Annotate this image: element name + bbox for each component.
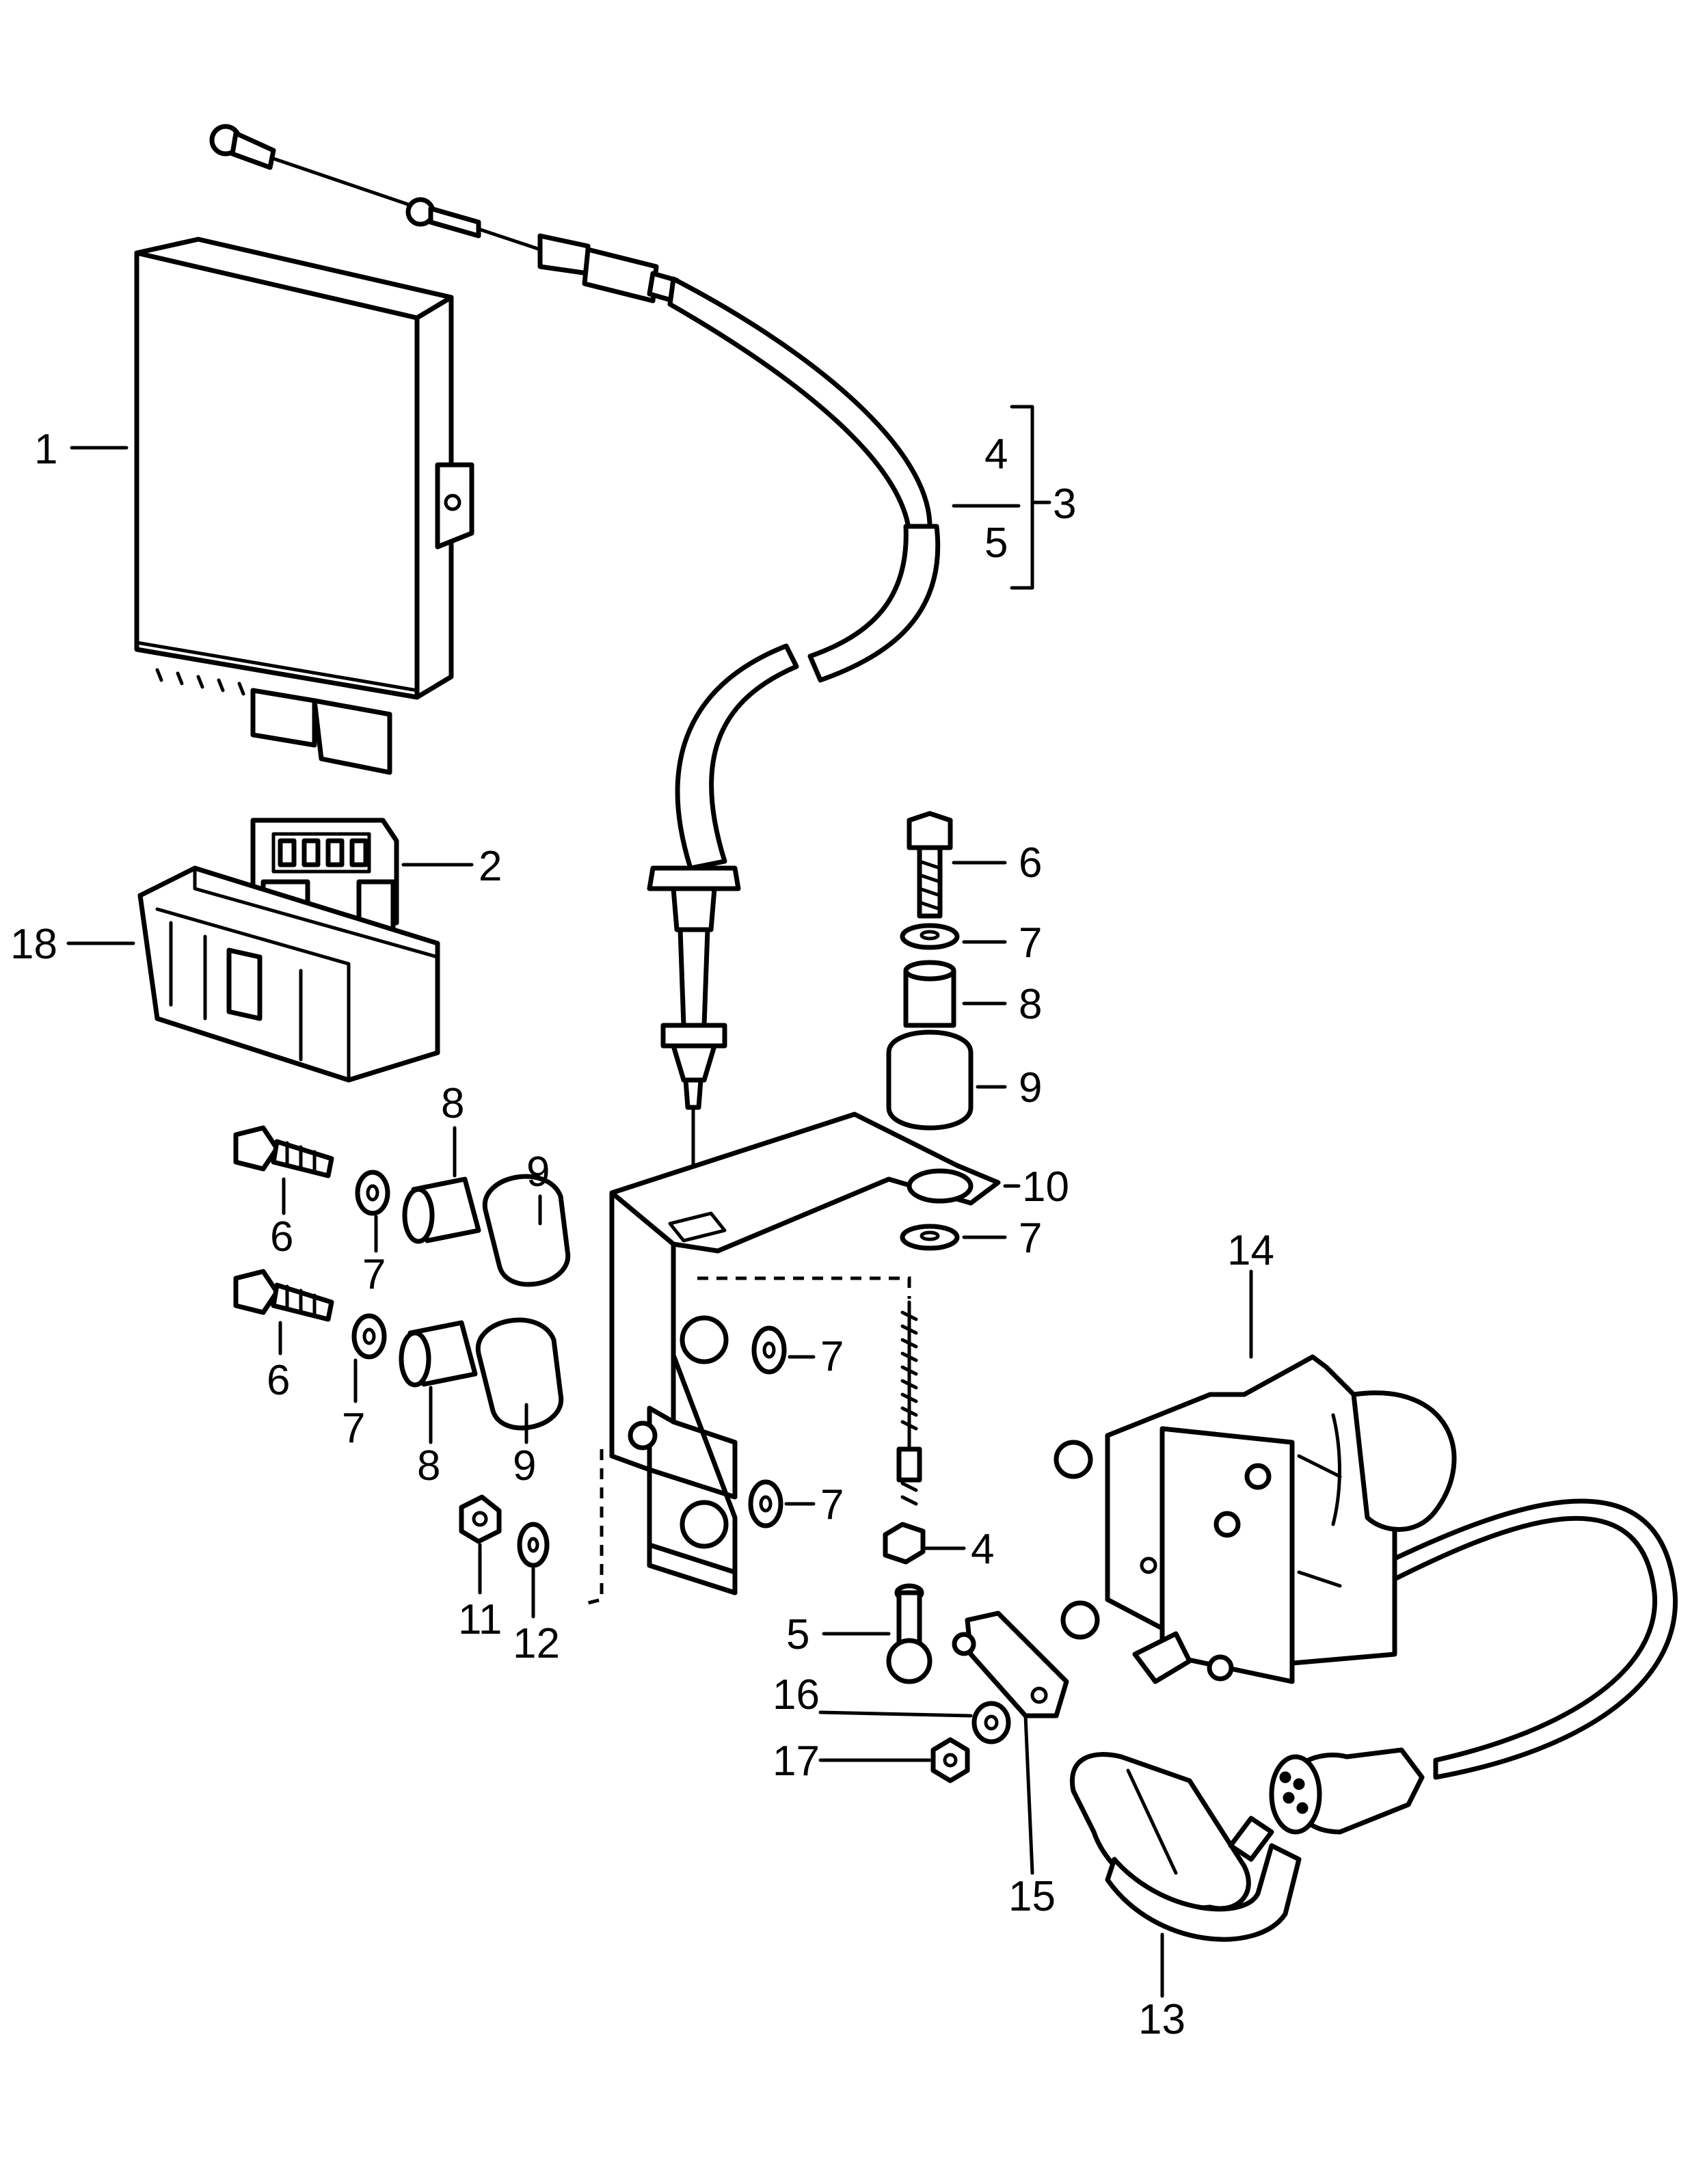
callout-7-right-upper: 7 — [1019, 919, 1042, 967]
callout-3: 3 — [1053, 481, 1076, 528]
callout-12: 12 — [513, 1620, 560, 1667]
callout-8-right: 8 — [1019, 981, 1042, 1028]
callout-17: 17 — [773, 1738, 820, 1785]
threaded-rod — [883, 1300, 933, 1684]
control-unit — [134, 237, 474, 775]
bolt-stack-lower-left — [233, 1269, 564, 1431]
washers-right — [748, 1325, 787, 1528]
callout-4-lower: 4 — [971, 1526, 994, 1573]
callout-8-upper-left: 8 — [441, 1080, 464, 1127]
callout-4-upper: 4 — [984, 431, 1008, 478]
bolt-stack-right — [886, 811, 974, 1251]
nut-washer-left — [459, 1494, 550, 1568]
lever — [952, 1610, 1069, 1718]
callout-16: 16 — [773, 1671, 820, 1718]
callout-6-lower-left: 6 — [267, 1357, 290, 1404]
callout-5-upper: 5 — [984, 520, 1008, 567]
callout-6-right: 6 — [1019, 839, 1042, 887]
callout-8-lower-left: 8 — [417, 1442, 440, 1489]
callout-7-right-lower: 7 — [1019, 1215, 1042, 1262]
callout-7-bracket-lower: 7 — [820, 1481, 844, 1528]
assembly-lines — [587, 1276, 911, 1605]
callout-11: 11 — [458, 1596, 502, 1643]
callout-9-right: 9 — [1019, 1064, 1042, 1111]
callout-7-bracket-upper: 7 — [820, 1333, 844, 1380]
callout-7-lower-left: 7 — [342, 1405, 365, 1452]
callout-13: 13 — [1138, 1996, 1185, 2043]
clamp — [1070, 1752, 1302, 1942]
callout-14: 14 — [1227, 1227, 1274, 1274]
callout-10: 10 — [1022, 1163, 1069, 1211]
actuator-cable — [1269, 1498, 1678, 1835]
actuator — [1054, 1354, 1457, 1684]
callout-9-lower-left: 9 — [513, 1442, 536, 1489]
washer-nut-lower — [930, 1701, 1011, 1783]
callout-2: 2 — [479, 843, 502, 890]
callout-18: 18 — [10, 921, 57, 968]
callout-9-upper-left: 9 — [526, 1148, 550, 1196]
callout-15: 15 — [1008, 1873, 1056, 1920]
callout-6-upper-left: 6 — [270, 1213, 293, 1260]
callout-labels: 1 2 3 4 5 6 7 8 9 10 7 18 8 9 6 7 6 7 8 … — [10, 426, 1274, 2043]
bracket — [609, 1111, 1001, 1595]
callout-1: 1 — [34, 426, 57, 473]
accelerator-cable — [209, 124, 941, 1191]
connector-housing — [137, 865, 440, 1083]
callout-5-lower: 5 — [786, 1611, 809, 1658]
bolt-stack-upper-left — [233, 1125, 571, 1287]
callout-7-upper-left: 7 — [362, 1251, 386, 1298]
leader-lines — [66, 405, 1253, 1998]
